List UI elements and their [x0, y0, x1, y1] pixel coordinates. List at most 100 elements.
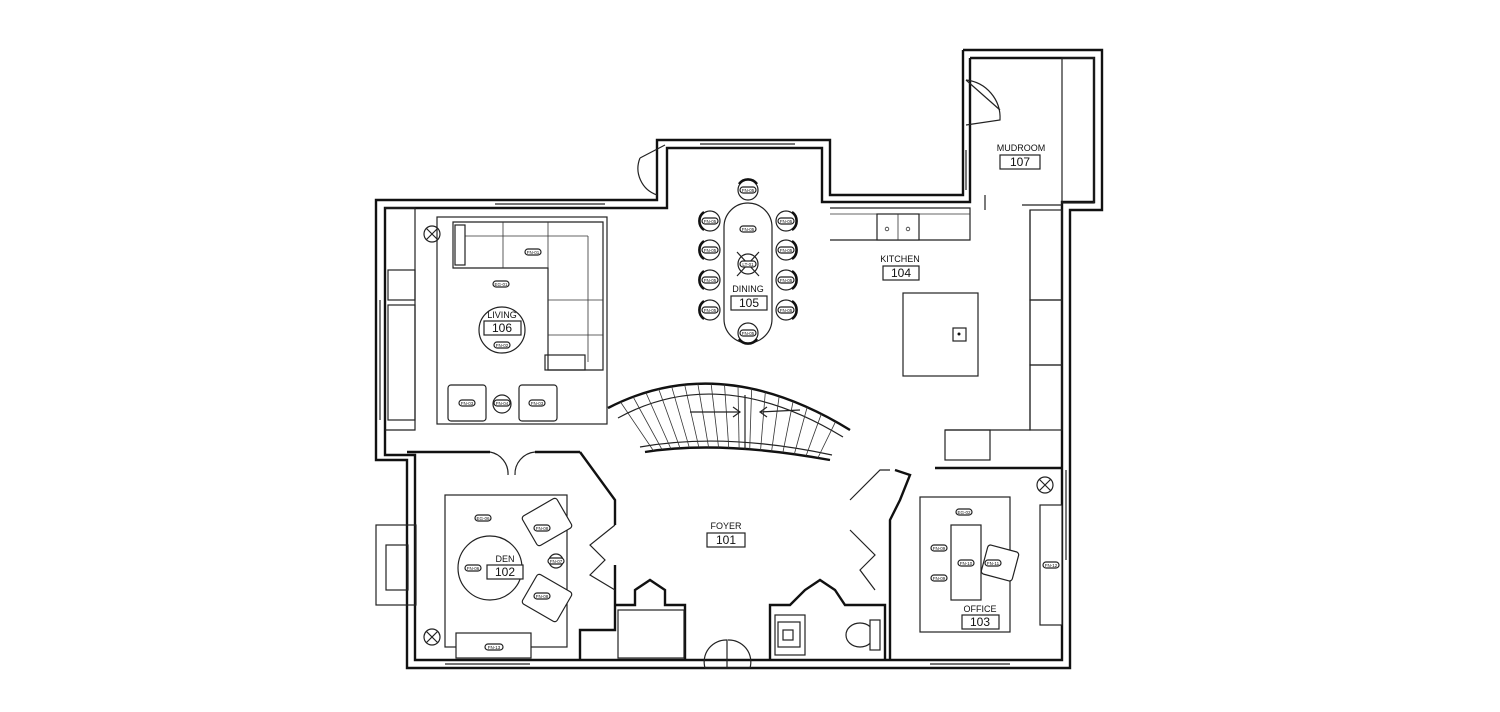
tag-living-chair-2: FN-03	[528, 399, 546, 407]
tag-text: FN-05	[742, 227, 755, 232]
tag-text: FN-05	[742, 331, 755, 336]
stair-tread	[805, 413, 822, 457]
tag-living-side: FN-04	[493, 399, 511, 407]
windows	[379, 143, 1067, 665]
ceiling-light-x-icon	[1036, 476, 1054, 494]
tag-text: FN-07	[550, 559, 563, 564]
tag-text: FN-10	[960, 561, 973, 566]
stair-treads	[620, 383, 836, 459]
room-label-office: OFFICE 103	[961, 604, 1000, 630]
tag-den-lamp: EG-06	[474, 514, 492, 522]
furniture-tags: EG-01 FN-01 FN-02 FN-03 FN-04 FN-03 LT-0…	[458, 225, 1060, 651]
tag-text: EG-01	[494, 282, 508, 287]
dining-chair: FN-05	[737, 178, 759, 201]
ceiling-light-x-icon	[423, 225, 441, 243]
room-name: FOYER	[710, 521, 742, 531]
tag-living-table: FN-02	[493, 341, 511, 349]
tag-den-console: FN-13	[484, 643, 504, 651]
room-label-mudroom: MUDROOM 107	[997, 143, 1046, 170]
tag-den-table: FN-06	[464, 564, 482, 572]
stair-tread	[737, 386, 740, 449]
tag-text: FN-05	[742, 188, 755, 193]
tag-text: FN-05	[704, 248, 717, 253]
dining-chair: FN-05	[775, 269, 798, 291]
tag-text: FN-08	[536, 526, 549, 531]
dining-chair: FN-05	[775, 299, 798, 321]
tag-text: FN-12	[1045, 563, 1058, 568]
tag-living-sofa: FN-01	[524, 248, 542, 256]
room-name: OFFICE	[964, 604, 997, 614]
room-label-living: LIVING 106	[483, 310, 522, 336]
room-name: DINING	[732, 284, 764, 294]
room-label-den: DEN 102	[486, 554, 524, 580]
tag-office-task: FN-11	[984, 559, 1002, 567]
tag-text: EG-06	[476, 516, 490, 521]
tag-den-chair: FN-08	[533, 524, 551, 532]
tag-text: FN-08	[536, 594, 549, 599]
tag-den-side: FN-07	[547, 557, 565, 565]
tag-text: FN-02	[496, 343, 509, 348]
stair-tread	[771, 396, 780, 452]
room-number: 103	[970, 615, 990, 629]
interior-walls	[375, 57, 1095, 669]
stair-direction-arrow-icon	[758, 406, 801, 418]
stair-tread	[684, 384, 700, 448]
kitchen-furniture	[876, 213, 979, 377]
tag-text: LT-01	[742, 262, 754, 267]
room-name: DEN	[495, 554, 514, 564]
stair-tread	[632, 396, 663, 450]
dining-chair: FN-05	[698, 210, 721, 232]
dining-chair: FN-05	[737, 322, 759, 345]
tag-text: FN-03	[461, 401, 474, 406]
room-label-foyer: FOYER 101	[706, 521, 746, 548]
tag-office-lamp: EG-02	[955, 508, 973, 516]
room-label-kitchen: KITCHEN 104	[880, 254, 920, 281]
dining-chair: FN-05	[698, 239, 721, 261]
tag-text: FN-05	[780, 278, 793, 283]
room-label-dining: DINING 105	[730, 284, 768, 311]
exterior-walls	[374, 48, 1104, 670]
room-number: 101	[716, 533, 736, 547]
tag-text: FN-01	[527, 250, 540, 255]
tag-dining-center: LT-01	[739, 260, 757, 268]
stair-tread	[749, 388, 753, 450]
stair-tread	[671, 386, 690, 448]
tag-text: FN-09	[933, 546, 946, 551]
tag-text: FN-05	[780, 219, 793, 224]
room-name: MUDROOM	[997, 143, 1046, 153]
tag-living-lamp: EG-01	[492, 280, 510, 288]
tag-office-desk: FN-10	[957, 559, 975, 567]
tag-text: FN-11	[987, 561, 1000, 566]
tag-text: FN-05	[780, 248, 793, 253]
room-number: 105	[739, 296, 759, 310]
stair-tread	[760, 391, 766, 451]
room-name: LIVING	[487, 310, 517, 320]
tag-office-shelf: FN-12	[1042, 561, 1060, 569]
dining-chair: FN-05	[775, 239, 798, 261]
doors	[489, 79, 1001, 591]
room-labels: LIVING 106 DINING 105 KITCHEN 104 MUDROO…	[483, 143, 1046, 630]
tag-living-chair: FN-03	[458, 399, 476, 407]
tag-text: FN-13	[488, 645, 501, 650]
stair-tread	[697, 383, 710, 448]
tag-text: FN-06	[467, 566, 480, 571]
dining-chair: FN-05	[775, 210, 798, 232]
room-number: 106	[492, 321, 512, 335]
tag-office-chair-2: FN-09	[930, 574, 948, 582]
room-number: 107	[1010, 155, 1030, 169]
tag-text: FN-05	[780, 308, 793, 313]
dining-chair: FN-05	[698, 269, 721, 291]
stair-direction-arrow-icon	[690, 406, 742, 418]
tag-den-chair-2: FN-08	[533, 592, 551, 600]
tag-dining-table: FN-05	[739, 225, 757, 233]
stair-tread	[645, 392, 672, 450]
stair-tread	[817, 421, 836, 459]
tag-text: FN-05	[704, 219, 717, 224]
powder-room	[777, 619, 881, 651]
stair-tread	[620, 401, 654, 451]
stair-tread	[724, 384, 730, 449]
room-name: KITCHEN	[880, 254, 920, 264]
curved-stair	[607, 382, 851, 462]
tag-text: EG-02	[957, 510, 971, 515]
tag-text: FN-05	[704, 278, 717, 283]
